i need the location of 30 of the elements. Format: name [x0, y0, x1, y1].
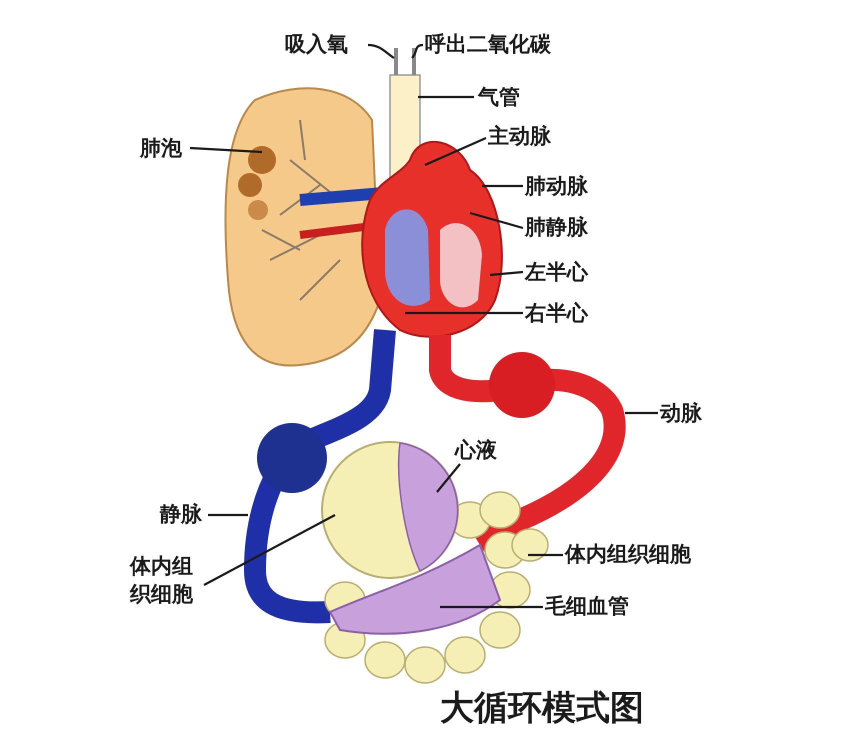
part-label: 动脉: [660, 399, 702, 427]
part-label: 肺静脉: [525, 213, 588, 241]
part-label: 心液: [455, 436, 497, 464]
part-label: 呼出二氧化碳: [425, 30, 551, 58]
leader-line: [482, 184, 523, 188]
leader-line: [203, 514, 336, 586]
leader-line: [418, 96, 474, 98]
leader-line: [490, 270, 524, 276]
part-label: 左半心: [525, 258, 588, 286]
leader-line: [440, 606, 543, 608]
part-label: 体内组织细胞: [130, 552, 202, 608]
part-label: 毛细血管: [545, 592, 629, 620]
part-label: 气管: [478, 83, 520, 111]
leader-line: [528, 554, 563, 556]
leader-line: [470, 212, 524, 230]
part-label: 主动脉: [488, 122, 551, 150]
part-label: 吸入氧: [285, 30, 348, 58]
leader-line: [424, 137, 486, 166]
leader-line: [190, 146, 262, 154]
part-label: 静脉: [160, 500, 202, 528]
part-label: 肺动脉: [525, 172, 588, 200]
leader-line: [625, 412, 658, 414]
part-label: 右半心: [525, 299, 588, 327]
leader-line: [411, 44, 424, 59]
leader-line: [208, 514, 248, 516]
leader-line: [368, 44, 395, 59]
caption: 大循环模式图: [440, 687, 644, 730]
part-label: 肺泡: [140, 134, 182, 162]
leader-line: [405, 312, 523, 314]
part-label: 体内组织细胞: [565, 540, 691, 568]
